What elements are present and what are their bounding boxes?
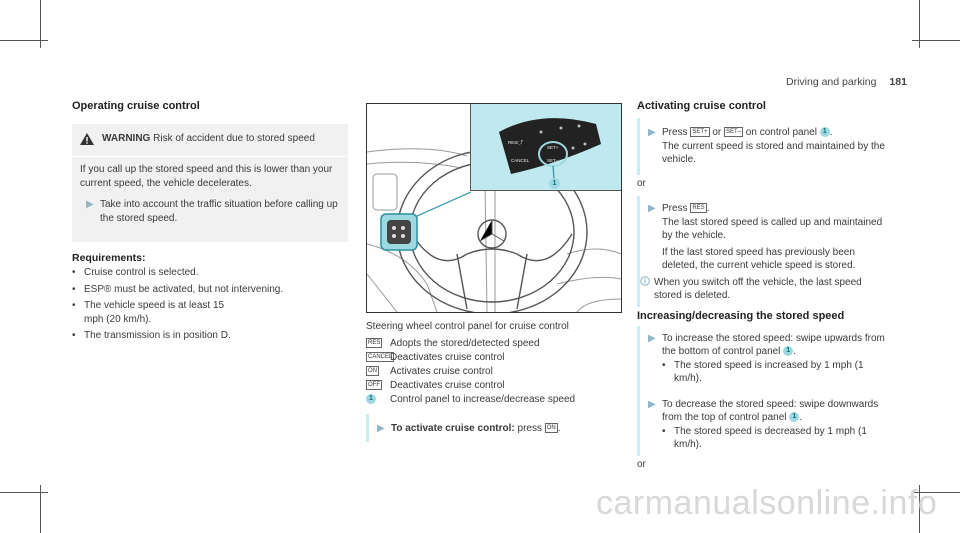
callout-marker: 1 — [366, 393, 376, 404]
list-item: •The vehicle speed is at least 15 mph (2… — [72, 300, 225, 325]
warning-step: ▶ Take into account the traffic situatio… — [72, 190, 348, 225]
or-separator: or — [637, 458, 646, 470]
panel-zoom-inset: RES/⤴ CANCEL SET+ SET– 1 — [470, 104, 621, 191]
list-item: •The transmission is in position D. — [72, 330, 231, 341]
column-right: Activating cruise control ▶ Press SET+ o… — [637, 100, 889, 471]
button-set-plus-label: SET+ — [547, 145, 559, 150]
figure-caption: Steering wheel control panel for cruise … — [366, 320, 626, 407]
warning-icon — [80, 132, 94, 150]
control-panel-closeup — [499, 118, 601, 179]
crop-mark — [40, 0, 41, 48]
crop-mark — [912, 40, 960, 41]
section-heading: Operating cruise control — [72, 100, 200, 112]
callout-marker: 1 — [789, 412, 800, 423]
cruise-on-icon: ON — [544, 423, 558, 434]
requirements: Requirements: •Cruise control is selecte… — [72, 252, 352, 343]
section-heading: Increasing/decreasing the stored speed — [637, 309, 845, 322]
set-minus-icon: SET– — [724, 127, 744, 138]
callout-marker: 1 — [549, 178, 560, 189]
action-arrow-icon: ▶ — [377, 423, 385, 434]
info-note: When you switch off the vehicle, the las… — [640, 275, 889, 303]
cancel-button-icon: CANCEL — [366, 351, 395, 362]
section-heading: Activating cruise control — [637, 100, 766, 112]
crop-mark — [40, 485, 41, 533]
running-header: Driving and parking 181 — [786, 76, 907, 88]
action-arrow-icon: ▶ — [648, 203, 656, 214]
warning-box: WARNING Risk of accident due to stored s… — [72, 124, 348, 242]
caption-text: Steering wheel control panel for cruise … — [366, 321, 569, 332]
activate-instruction: ▶ To activate cruise control: press ON. — [366, 414, 627, 442]
warning-step-text: Take into account the traffic situation … — [100, 199, 338, 224]
cruise-off-icon: OFF — [366, 379, 382, 390]
resume-button-icon: RES — [690, 203, 707, 214]
step-2: ▶ Press RES. The last stored speed is ca… — [637, 196, 889, 307]
section-title: Driving and parking — [786, 76, 877, 88]
button-set-minus-label: SET– — [547, 158, 559, 163]
requirements-heading: Requirements: — [72, 252, 146, 264]
list-item: •ESP® must be activated, but not interve… — [72, 283, 284, 295]
button-resume-label: RES/⤴ — [508, 140, 524, 145]
crop-mark — [919, 485, 920, 533]
cruise-on-icon: ON — [366, 365, 379, 376]
crop-mark — [0, 40, 48, 41]
warning-heading: WARNING Risk of accident due to stored s… — [102, 132, 315, 150]
activate-bold: To activate cruise control: — [391, 423, 515, 434]
warning-label: WARNING — [102, 133, 151, 144]
step-4: ▶ To decrease the stored speed: swipe do… — [637, 389, 889, 456]
page-number: 181 — [889, 76, 907, 88]
set-plus-icon: SET+ — [690, 127, 710, 138]
step-1: ▶ Press SET+ or SET– on control panel 1.… — [637, 118, 889, 175]
callout-marker: 1 — [783, 346, 794, 357]
step-3: ▶ To increase the stored speed: swipe up… — [637, 325, 889, 390]
crop-mark — [919, 0, 920, 48]
action-arrow-icon: ▶ — [648, 332, 656, 344]
action-arrow-icon: ▶ — [648, 398, 656, 410]
crop-mark — [0, 492, 48, 493]
steering-wheel-figure: RES/⤴ CANCEL SET+ SET– 1 — [366, 103, 622, 313]
warning-title: Risk of accident due to stored speed — [150, 133, 315, 144]
list-item: •The stored speed is decreased by 1 mph … — [662, 425, 867, 451]
resume-button-icon: RES — [366, 337, 383, 348]
column-left: Operating cruise control — [72, 100, 352, 112]
info-icon — [640, 275, 654, 303]
button-cancel-label: CANCEL — [511, 158, 530, 163]
crop-mark — [912, 492, 960, 493]
or-separator: or — [637, 177, 646, 189]
list-item: •The stored speed is increased by 1 mph … — [662, 359, 864, 385]
watermark: carmanualsonline.info — [596, 484, 938, 522]
callout-marker: 1 — [819, 127, 830, 138]
action-arrow-icon: ▶ — [648, 127, 656, 138]
warning-body: If you call up the stored speed and this… — [80, 164, 333, 189]
action-arrow-icon: ▶ — [86, 199, 94, 210]
list-item: •Cruise control is selected. — [72, 267, 199, 278]
